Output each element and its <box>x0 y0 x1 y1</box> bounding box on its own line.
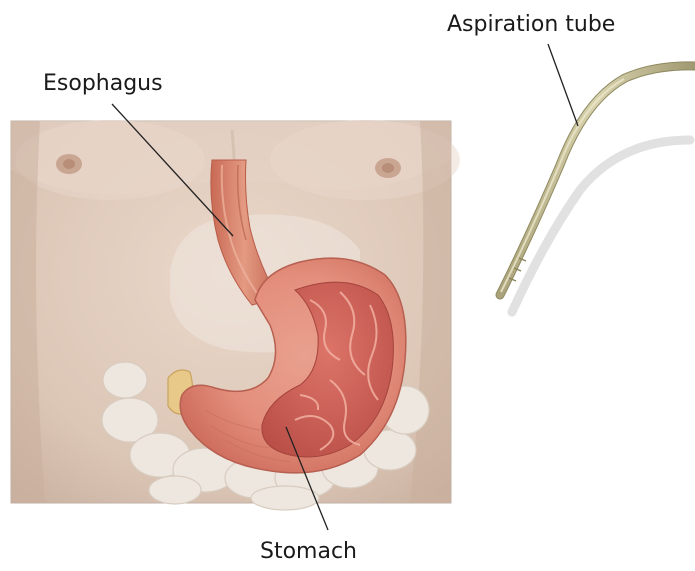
tube-shadow <box>512 140 690 312</box>
esophagus-label: Esophagus <box>43 73 163 95</box>
aspiration-tube <box>500 66 695 295</box>
aspiration-tube-leader-line <box>548 44 578 126</box>
stomach-label: Stomach <box>260 541 357 563</box>
aspiration-tube-label: Aspiration tube <box>447 14 615 36</box>
